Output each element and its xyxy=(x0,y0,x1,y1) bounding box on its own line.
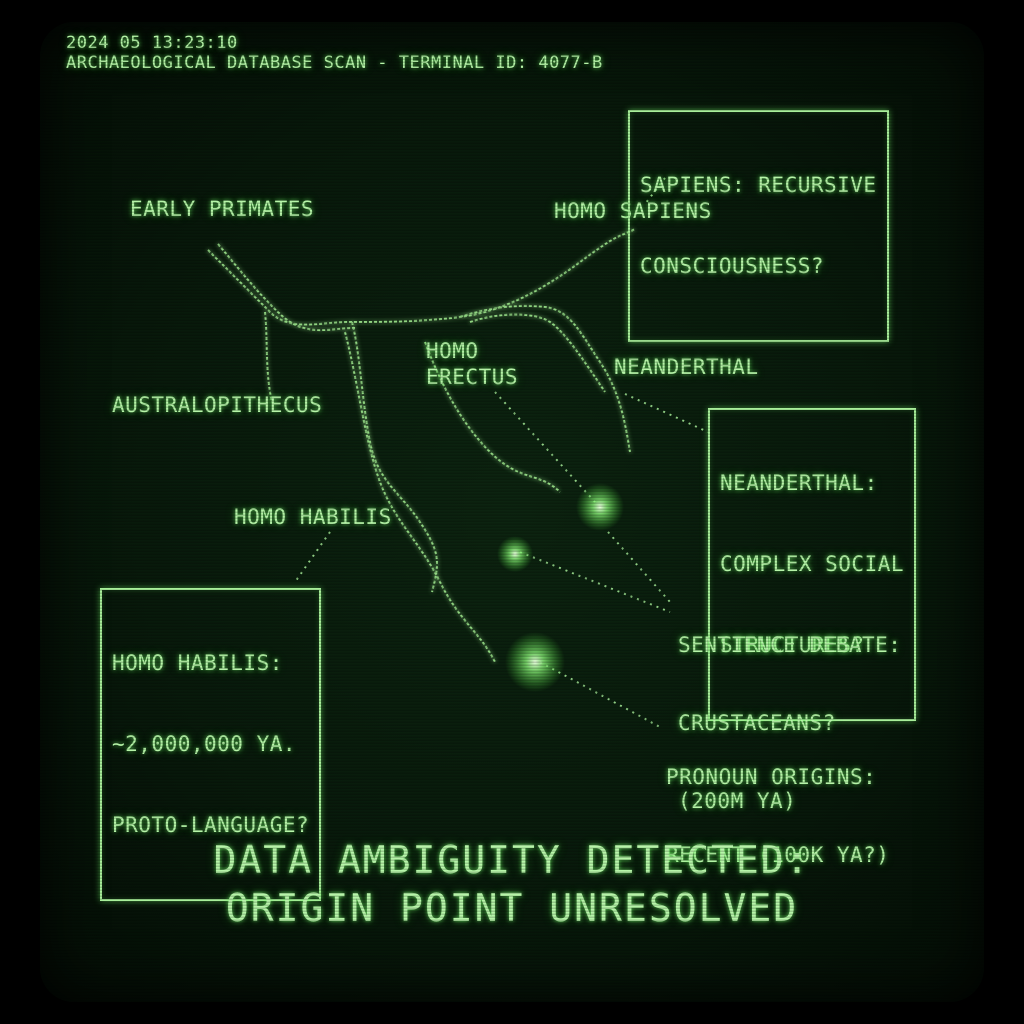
annotation-box-neanderthal: NEANDERTHAL: COMPLEX SOCIAL STRUCTURES? xyxy=(708,408,917,721)
annotation-line: NEANDERTHAL: xyxy=(720,471,878,495)
status-banner-line1: DATA AMBIGUITY DETECTED: xyxy=(213,838,811,882)
annotation-pronoun: PRONOUN ORIGINS: RECENT (100K YA?) xyxy=(666,712,889,920)
annotation-line: CRUSTACEANS? xyxy=(678,711,836,735)
label-neanderthal: NEANDERTHAL xyxy=(614,355,759,379)
annotation-line: SAPIENS: RECURSIVE xyxy=(640,173,877,197)
evolution-tree-diagram xyxy=(207,177,709,728)
annotation-line: STRUCTURES? xyxy=(720,633,865,657)
annotation-line: COMPLEX SOCIAL xyxy=(720,552,905,576)
annotation-line: ~2,000,000 YA. xyxy=(112,732,297,756)
header-title: ARCHAEOLOGICAL DATABASE SCAN - TERMINAL … xyxy=(66,53,603,73)
crt-screen: 2024 05 13:23:10 ARCHAEOLOGICAL DATABASE… xyxy=(40,22,984,1002)
label-homo-sapiens: HOMO SAPIENS xyxy=(554,199,712,223)
annotation-box-habilis: HOMO HABILIS: ~2,000,000 YA. PROTO-LANGU… xyxy=(100,588,322,901)
node-glow-1 xyxy=(576,483,624,531)
annotation-line: PROTO-LANGUAGE? xyxy=(112,813,310,837)
annotation-line: (200M YA) xyxy=(678,789,797,813)
label-homo-erectus-line1: HOMO xyxy=(426,339,479,363)
label-early-primates: EARLY PRIMATES xyxy=(130,197,315,221)
annotation-line: RECENT (100K YA?) xyxy=(666,843,890,867)
status-banner-line2: ORIGIN POINT UNRESOLVED xyxy=(225,886,799,930)
node-glow-2 xyxy=(497,536,533,572)
tree-nodes xyxy=(497,483,624,692)
annotation-line: PRONOUN ORIGINS: xyxy=(666,765,877,789)
annotation-line: CONSCIOUSNESS? xyxy=(640,254,825,278)
annotation-box-sapiens: SAPIENS: RECURSIVE CONSCIOUSNESS? xyxy=(628,110,889,342)
label-homo-habilis: HOMO HABILIS xyxy=(234,505,392,529)
tree-branches xyxy=(207,228,636,663)
node-glow-3 xyxy=(505,632,565,692)
label-homo-erectus-line2: ERECTUS xyxy=(426,365,519,389)
header-timestamp: 2024 05 13:23:10 xyxy=(66,33,238,53)
annotation-line: SENTIENCE DEBATE: xyxy=(678,633,902,657)
annotation-sentience: SENTIENCE DEBATE: CRUSTACEANS? (200M YA) xyxy=(678,580,901,866)
label-australopithecus: AUSTRALOPITHECUS xyxy=(112,393,323,417)
annotation-line: HOMO HABILIS: xyxy=(112,651,283,675)
